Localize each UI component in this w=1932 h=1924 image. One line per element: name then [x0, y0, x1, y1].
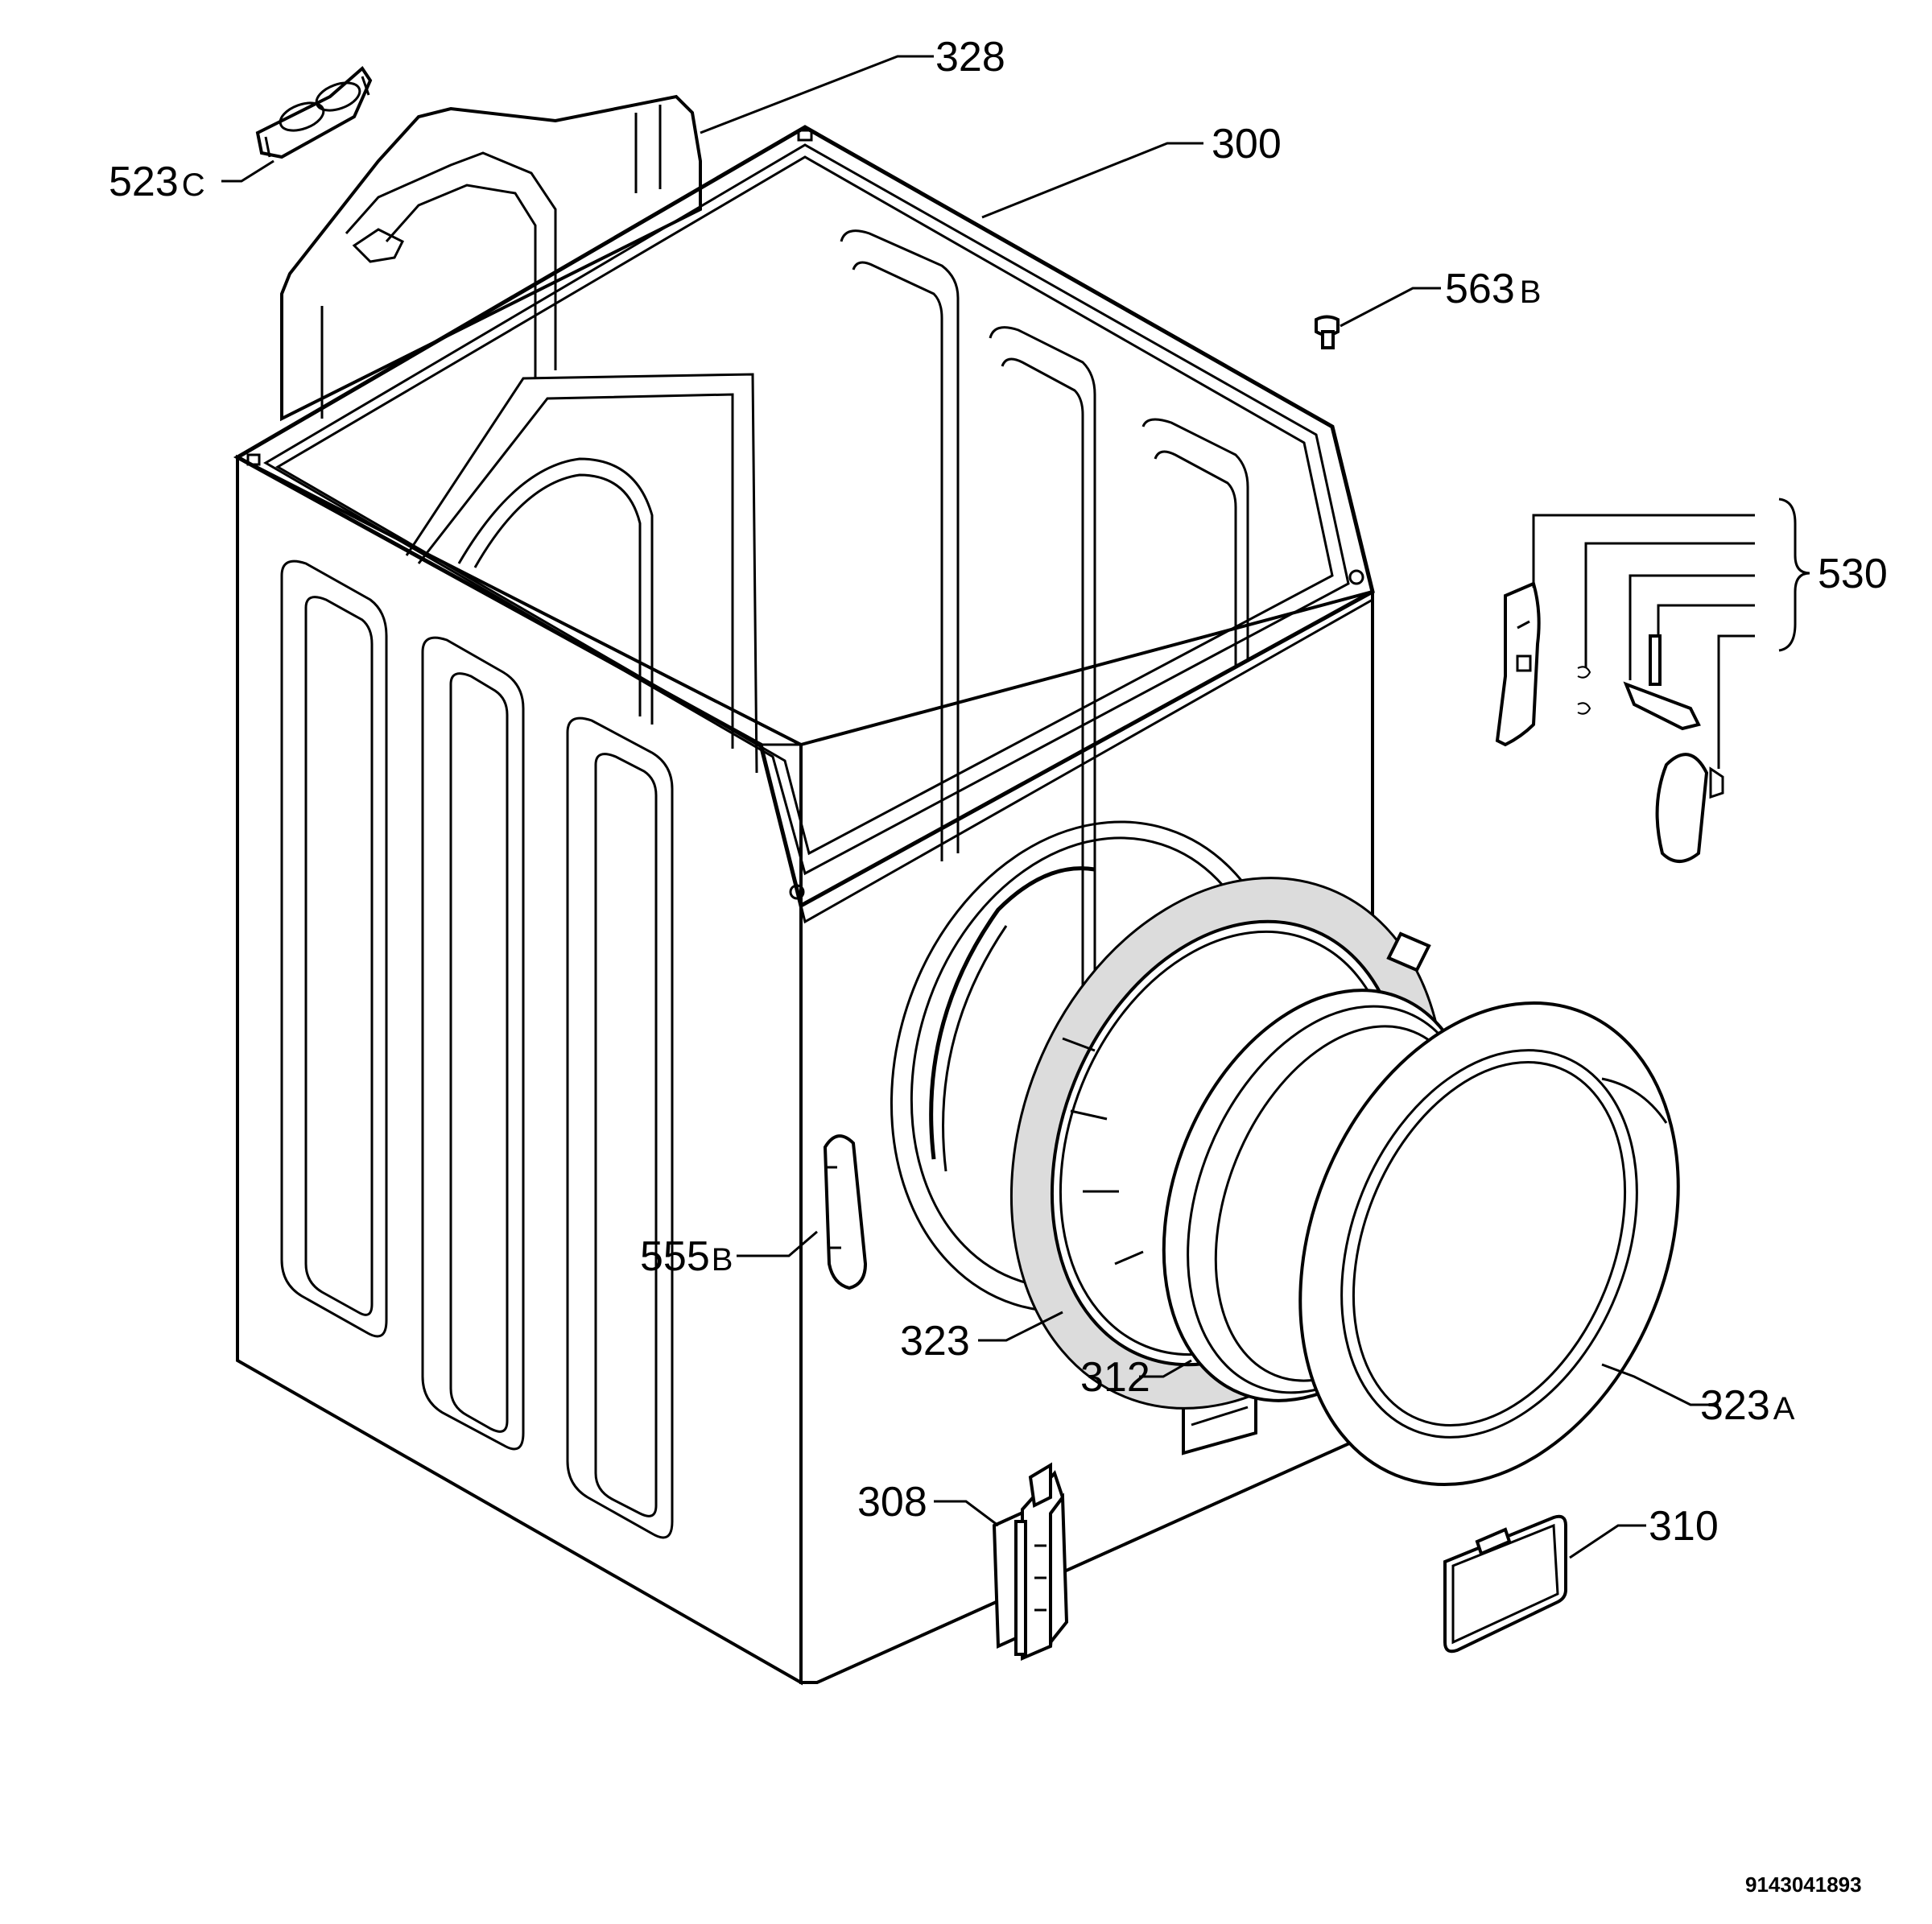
label-530: 530: [1818, 551, 1888, 597]
cable-clip-part-523C: [255, 65, 373, 159]
label-308: 308: [857, 1479, 927, 1526]
screw-part-563B: [1315, 315, 1340, 349]
label-300: 300: [1212, 121, 1282, 167]
label-523C-suffix: C: [182, 167, 205, 203]
label-310: 310: [1649, 1503, 1719, 1550]
label-323A-suffix: A: [1773, 1391, 1795, 1426]
document-number: 9143041893: [1745, 1872, 1862, 1897]
lid-part-310: [1443, 1514, 1567, 1654]
label-563B-number: 563: [1445, 266, 1515, 312]
cabinet-part-300: [233, 125, 1375, 1686]
leader-lines: [221, 55, 1810, 1559]
rear-duct-part-328: [280, 94, 702, 422]
label-523C-number: 523: [109, 159, 179, 205]
label-555B: 555B: [640, 1233, 733, 1280]
label-323: 323: [900, 1318, 970, 1365]
door-frame-part-323A: [1298, 1001, 1680, 1487]
blind-cap-part-555B: [823, 1134, 868, 1290]
label-312: 312: [1080, 1354, 1150, 1401]
label-563B-suffix: B: [1520, 275, 1542, 310]
hinge-part-308: [992, 1462, 1069, 1662]
label-328: 328: [935, 34, 1005, 81]
label-555B-number: 555: [640, 1233, 710, 1280]
label-555B-suffix: B: [712, 1242, 733, 1278]
label-323A-number: 323: [1700, 1382, 1770, 1429]
door-lock-kit-part-530: [1495, 581, 1724, 863]
